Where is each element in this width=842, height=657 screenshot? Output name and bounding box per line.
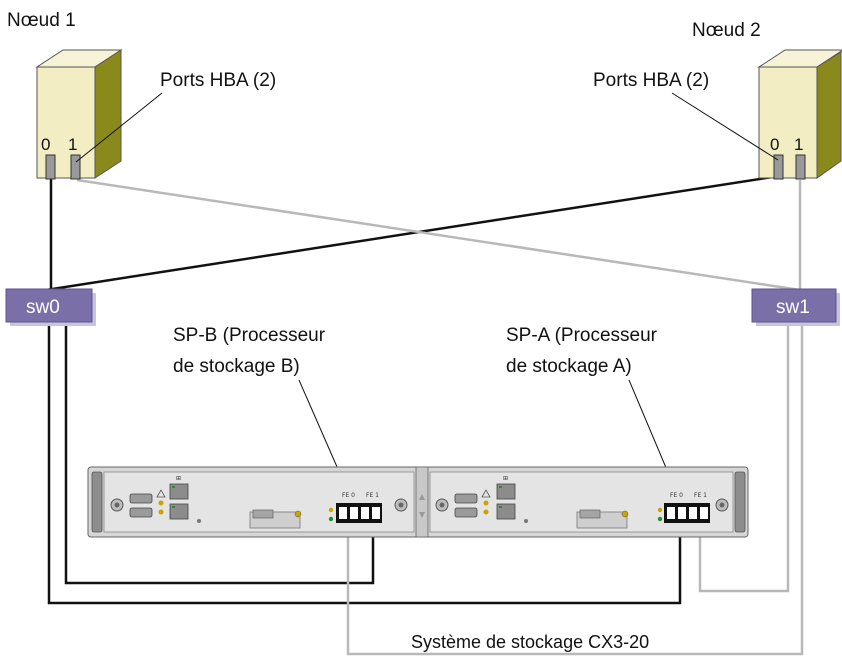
node1-ports-label: Ports HBA (2): [160, 70, 276, 91]
spb-fc-port-4: [372, 507, 380, 519]
spa-led-slot: [621, 510, 629, 518]
spb-fc-port-1: [339, 507, 347, 519]
spb-serial-port-1: [129, 493, 153, 504]
chassis-handle-left: [91, 471, 103, 533]
cx3-20-chassis: ⊞ FE 0 FE 1: [87, 466, 749, 538]
node1-label: Nœud 1: [7, 10, 76, 31]
spb-warning-icon: [156, 489, 166, 498]
node2-ports-label: Ports HBA (2): [593, 70, 709, 91]
spb-io-icon: [197, 519, 201, 523]
node2-label: Nœud 2: [692, 20, 761, 41]
spb-serial-port-2: [129, 507, 153, 518]
spa-warning-icon: [481, 489, 491, 498]
spa-callout: SP-A (Processeur de stockage A): [506, 325, 684, 509]
cable-sw0-spa-fe: [47, 326, 682, 605]
cable-node1-port1-sw1: [76, 178, 801, 292]
node2-port0-number: 0: [770, 135, 779, 154]
spa-latch-inner: [439, 502, 445, 508]
chassis-handle-right: [734, 471, 746, 533]
spa-label-line1: SP-A (Processeur: [506, 325, 658, 346]
node1-hba-port1: [70, 154, 81, 180]
spb-eth-led-1: [172, 486, 175, 488]
spa-fc-port-1: [667, 507, 675, 519]
node2-ports-callout: [671, 92, 779, 161]
spb-fe0-label: FE 0: [342, 492, 355, 499]
spa-fc-port-3: [689, 507, 697, 519]
spa-latch-right-inner: [719, 502, 725, 508]
spb-slot-handle: [252, 509, 274, 519]
node2-server: Nœud 2 0 1 Ports HBA (2): [593, 20, 842, 180]
sw0-box: [5, 288, 93, 323]
spa-led-amber-1: [483, 500, 489, 506]
sw1-label: sw1: [776, 297, 810, 318]
divider-arrow-up-icon: [419, 494, 425, 500]
spb-fe1-label: FE 1: [366, 492, 379, 499]
spb-eth-led-2: [172, 506, 175, 508]
node1-port0-number: 0: [41, 135, 50, 154]
spb-led-fc-2: [328, 516, 334, 522]
spb-latch-inner: [114, 502, 120, 508]
spa-eth-led-2: [499, 506, 502, 508]
spa-fe1-label: FE 1: [694, 492, 707, 499]
spb-label-line1: SP-B (Processeur: [173, 325, 326, 346]
node1-server: Nœud 1 0 1 Ports HBA (2): [7, 10, 276, 180]
node1-hba-port0: [45, 154, 56, 180]
spa-led-fc-1: [657, 507, 663, 513]
node1-ports-callout: [75, 92, 163, 163]
spb-network-icon: ⊞: [176, 475, 181, 482]
chassis-divider: [415, 466, 429, 538]
spa-slot-handle: [579, 509, 601, 519]
cables: [45, 174, 804, 656]
spa-io-icon: [524, 519, 528, 523]
spa-serial-port-1: [454, 493, 478, 504]
spa-fc-ports: [664, 503, 710, 523]
spb-led-slot: [294, 510, 302, 518]
node2-hba-port0: [773, 154, 784, 180]
spa-eth-led-1: [499, 486, 502, 488]
node2-side: [816, 51, 842, 179]
spa-fe0-label: FE 0: [670, 492, 683, 499]
sw1-box: [751, 288, 837, 323]
spa-label-line2: de stockage A): [506, 356, 632, 377]
spb-fc-port-2: [350, 507, 358, 519]
switch-sw1: sw1: [751, 288, 840, 326]
node2-hba-port1: [795, 154, 806, 180]
switch-sw0: sw0: [5, 288, 96, 326]
spb-label-line2: de stockage B): [173, 356, 300, 377]
cable-sw0-spb-fe: [64, 326, 375, 585]
cable-sw1-spa-fe: [698, 326, 790, 593]
spa-fc-port-4: [700, 507, 708, 519]
node1-port1-number: 1: [68, 135, 77, 154]
spa-module: ⊞ FE 0 FE 1: [429, 471, 734, 533]
node2-front: [758, 66, 818, 179]
cable-sw1-spb-fe: [346, 326, 804, 656]
node2-port1-number: 1: [794, 135, 803, 154]
spb-fc-ports: [336, 503, 382, 523]
cable-node2-port0-sw0: [45, 174, 780, 292]
divider-arrow-down-icon: [419, 512, 425, 518]
spb-module: ⊞ FE 0 FE 1: [103, 471, 415, 533]
node1-side: [94, 49, 122, 179]
spb-led-fc-1: [328, 507, 334, 513]
sw0-label: sw0: [26, 297, 60, 318]
spa-serial-port-2: [454, 507, 478, 518]
spa-network-icon: ⊞: [503, 475, 508, 482]
spb-fc-port-3: [361, 507, 369, 519]
spa-led-amber-2: [483, 509, 489, 515]
spa-led-fc-2: [657, 516, 663, 522]
spa-fc-port-2: [678, 507, 686, 519]
spb-latch-right-inner: [398, 502, 404, 508]
spb-led-amber-1: [158, 500, 164, 506]
storage-system-label: Système de stockage CX3-20: [411, 632, 649, 652]
spb-led-amber-2: [158, 509, 164, 515]
